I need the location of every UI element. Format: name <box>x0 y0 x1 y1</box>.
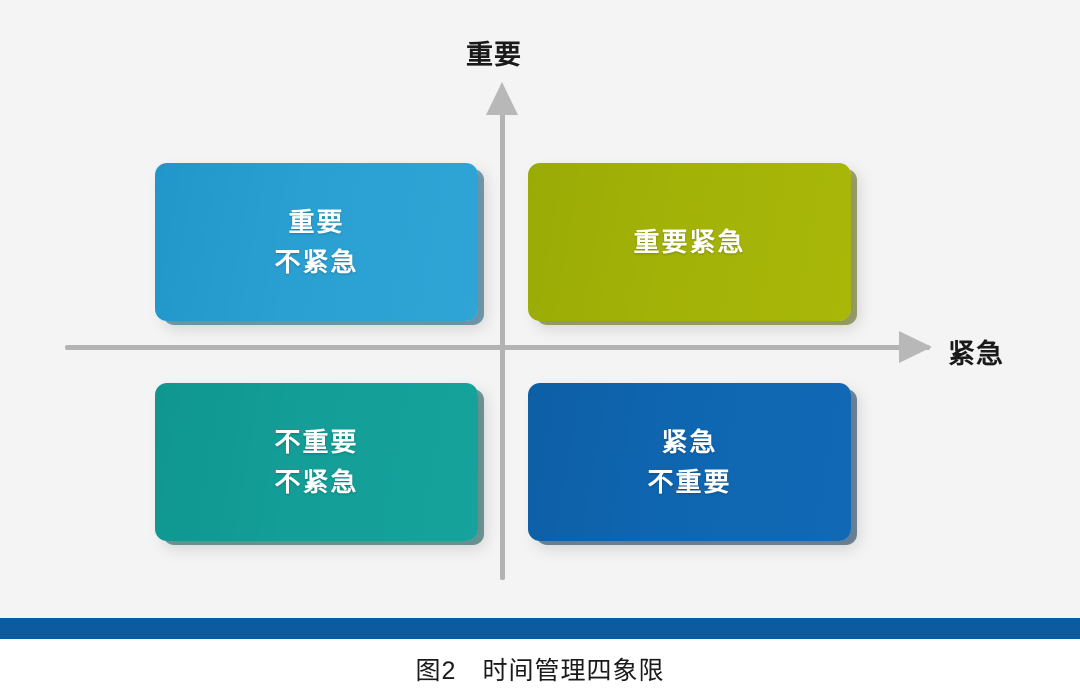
quadrant-label-line2: 不紧急 <box>274 467 359 497</box>
vertical-axis-line <box>500 110 505 580</box>
caption-area: 图2 时间管理四象限 <box>0 639 1080 699</box>
diagram-canvas: 重要 紧急 重要 不紧急 重要紧急 不重要 不紧急 紧急 不重要 <box>0 0 1080 618</box>
separator-bar <box>0 618 1080 639</box>
quadrant-label-line1: 不重要 <box>274 426 359 457</box>
quadrant-label-line2: 不重要 <box>647 467 732 497</box>
quadrant-important-not-urgent[interactable]: 重要 不紧急 <box>155 163 478 321</box>
vertical-axis-label: 重要 <box>466 40 522 70</box>
horizontal-axis-line <box>65 345 930 350</box>
quadrant-label-line1: 重要紧急 <box>633 226 746 257</box>
quadrant-label-line1: 紧急 <box>661 426 718 457</box>
horizontal-axis-label: 紧急 <box>948 339 1004 369</box>
quadrant-not-important-not-urgent[interactable]: 不重要 不紧急 <box>155 383 478 541</box>
vertical-axis-arrow-icon <box>486 82 518 115</box>
quadrant-label-line1: 重要 <box>288 206 345 237</box>
figure-caption: 图2 时间管理四象限 <box>415 657 665 685</box>
horizontal-axis-arrow-icon <box>899 331 932 363</box>
quadrant-urgent-not-important[interactable]: 紧急 不重要 <box>528 383 851 541</box>
quadrant-important-urgent[interactable]: 重要紧急 <box>528 163 851 321</box>
quadrant-label-line2: 不紧急 <box>274 247 359 277</box>
